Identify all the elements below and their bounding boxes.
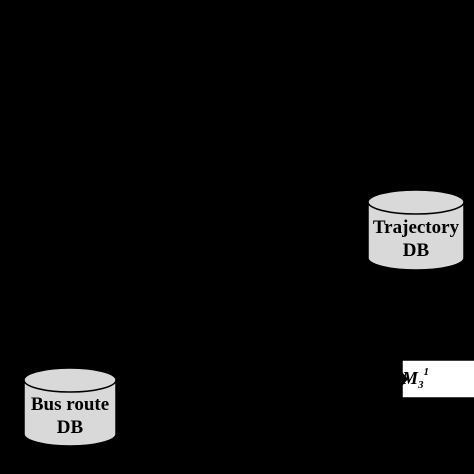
bus-route-db-top <box>23 367 117 393</box>
bus-route-db-cylinder: Bus route DB <box>23 367 117 447</box>
bus-route-db-body <box>23 380 117 447</box>
trajectory-db-label-line2: DB <box>403 240 430 261</box>
m3-label-subscript: 3 <box>417 379 424 391</box>
m3-box-label: M31 <box>401 366 429 391</box>
m3-label-superscript: 1 <box>424 366 430 378</box>
m3-label-main: M <box>401 368 419 388</box>
m3-box-frame <box>401 359 474 399</box>
bus-route-db-label-line1: Bus route <box>31 394 109 415</box>
m3-box-left-arrowhead <box>402 372 408 386</box>
trajectory-db-label-line1: Trajectory <box>373 217 460 238</box>
bus-route-db-label-line2: DB <box>57 417 84 438</box>
trajectory-db-top <box>367 189 465 215</box>
trajectory-db-cylinder: Trajectory DB <box>367 189 465 271</box>
trajectory-db-body <box>367 202 465 271</box>
m3-box: M31 <box>401 359 474 399</box>
